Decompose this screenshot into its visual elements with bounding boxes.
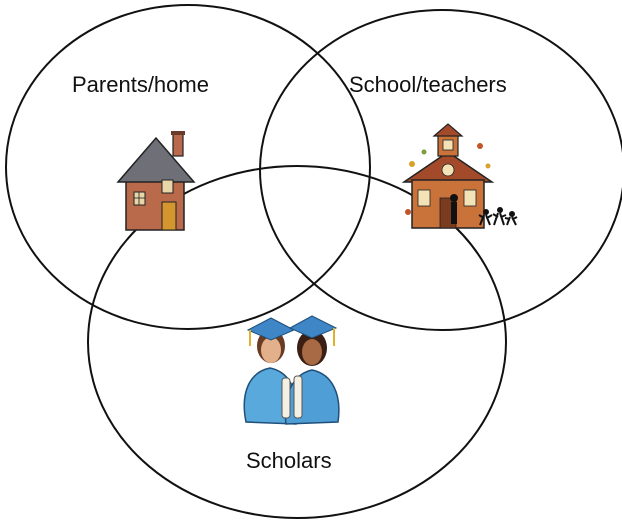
label-school-teachers: School/teachers — [349, 72, 507, 97]
house-icon — [116, 131, 196, 231]
label-scholars: Scholars — [246, 448, 332, 473]
graduates-icon — [243, 315, 340, 425]
circle-scholars — [87, 165, 507, 519]
label-parents-home: Parents/home — [72, 72, 209, 97]
circle-school-teachers — [259, 9, 622, 331]
schoolhouse-icon — [401, 123, 518, 229]
circle-parents-home — [5, 4, 371, 330]
